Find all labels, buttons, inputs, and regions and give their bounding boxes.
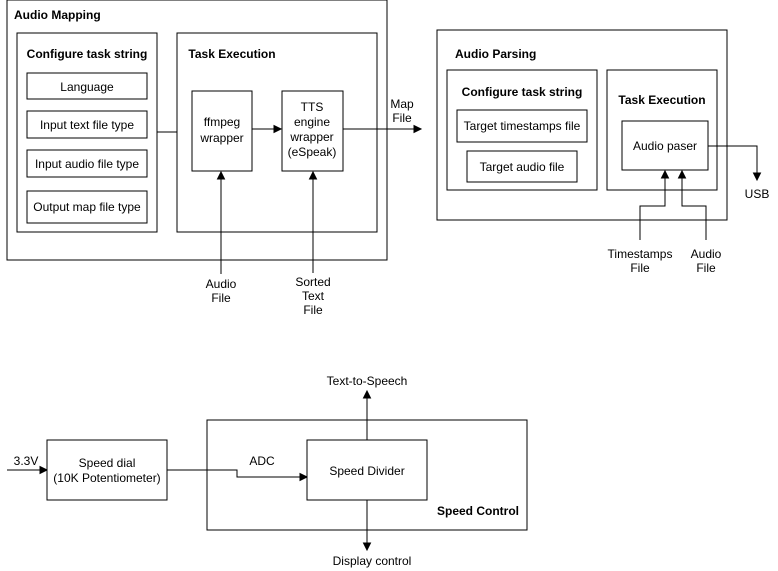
- adc-label: ADC: [249, 454, 275, 468]
- audio-paser-label: Audio paser: [633, 139, 697, 153]
- timestamps-file-label-line1: Timestamps: [608, 247, 673, 261]
- mapping-execution-title: Task Execution: [188, 47, 275, 61]
- sorted-text-label-line1: Sorted: [295, 275, 330, 289]
- target-audio-label: Target audio file: [480, 160, 565, 174]
- audio-mapping-title: Audio Mapping: [14, 8, 101, 22]
- speed-dial-label-line1: Speed dial: [79, 456, 136, 470]
- tts-to-map-file-arrowhead: [413, 124, 423, 134]
- map-file-label-line2: File: [392, 111, 412, 125]
- speed-control-title: Speed Control: [437, 504, 519, 518]
- ffmpeg-label-line2: wrapper: [199, 131, 243, 145]
- parsing-execution-title: Task Execution: [618, 93, 705, 107]
- usb-label: USB: [745, 187, 770, 201]
- target-timestamps-box: [456, 109, 588, 143]
- sorted-text-to-tts-arrowhead: [308, 170, 318, 180]
- parsing-audio-file-label-line1: Audio: [691, 247, 722, 261]
- language-box: [26, 72, 148, 100]
- paser-to-usb-line: [708, 145, 758, 174]
- target-timestamps-label: Target timestamps file: [464, 119, 581, 133]
- input-text-file-type-label: Input text file type: [40, 118, 134, 132]
- mapping-configure-title: Configure task string: [27, 47, 148, 61]
- dial-to-divider-arrowhead: [299, 472, 309, 482]
- parsing-configure-title: Configure task string: [462, 85, 583, 99]
- parsing-audio-to-paser-arrowhead: [677, 169, 687, 179]
- speed-dial-label-line2: (10K Potentiometer): [53, 471, 160, 485]
- tts-label-line3: wrapper: [289, 130, 333, 144]
- mapping-audio-file-label-line1: Audio: [206, 277, 237, 291]
- timestamps-to-paser-line: [639, 177, 666, 240]
- timestamps-to-paser-arrowhead: [660, 169, 670, 179]
- ffmpeg-label-line1: ffmpeg: [204, 115, 240, 129]
- tts-label-line4: (eSpeak): [288, 145, 337, 159]
- speed-dial-box: [46, 439, 168, 501]
- language-label: Language: [60, 80, 114, 94]
- map-file-label-line1: Map: [390, 97, 414, 111]
- divider-to-display-arrowhead: [362, 542, 372, 552]
- input-audio-file-type-box: [26, 149, 148, 178]
- tts-engine-box: [281, 90, 344, 172]
- sorted-text-label-line2: Text: [302, 289, 325, 303]
- ffmpeg-wrapper-box: [191, 90, 253, 172]
- target-audio-box: [466, 150, 578, 183]
- timestamps-file-label-line2: File: [630, 261, 650, 275]
- mapping-audio-file-label-line2: File: [211, 291, 231, 305]
- voltage-to-dial-arrowhead: [39, 465, 49, 475]
- output-map-file-type-label: Output map file type: [33, 200, 141, 214]
- audio-paser-box: [621, 120, 709, 171]
- parsing-audio-to-paser-line: [681, 177, 707, 240]
- speed-divider-label: Speed Divider: [329, 464, 404, 478]
- paser-to-usb-arrowhead: [752, 172, 762, 182]
- output-map-file-type-box: [26, 190, 148, 224]
- tts-label-line2: engine: [294, 115, 330, 129]
- display-control-label: Display control: [333, 554, 412, 568]
- audio-parsing-title: Audio Parsing: [455, 47, 536, 61]
- audio-file-to-ffmpeg-arrowhead: [216, 170, 226, 180]
- tts-output-label: Text-to-Speech: [327, 374, 408, 388]
- sorted-text-label-line3: File: [303, 303, 323, 317]
- parsing-audio-file-label-line2: File: [696, 261, 716, 275]
- input-voltage-label: 3.3V: [14, 454, 39, 468]
- input-audio-file-type-label: Input audio file type: [35, 157, 139, 171]
- tts-label-line1: TTS: [301, 100, 324, 114]
- input-text-file-type-box: [26, 110, 148, 139]
- ffmpeg-to-tts-arrowhead: [273, 124, 283, 134]
- dial-to-divider-line: [167, 469, 300, 478]
- divider-to-tts-arrowhead: [362, 389, 372, 399]
